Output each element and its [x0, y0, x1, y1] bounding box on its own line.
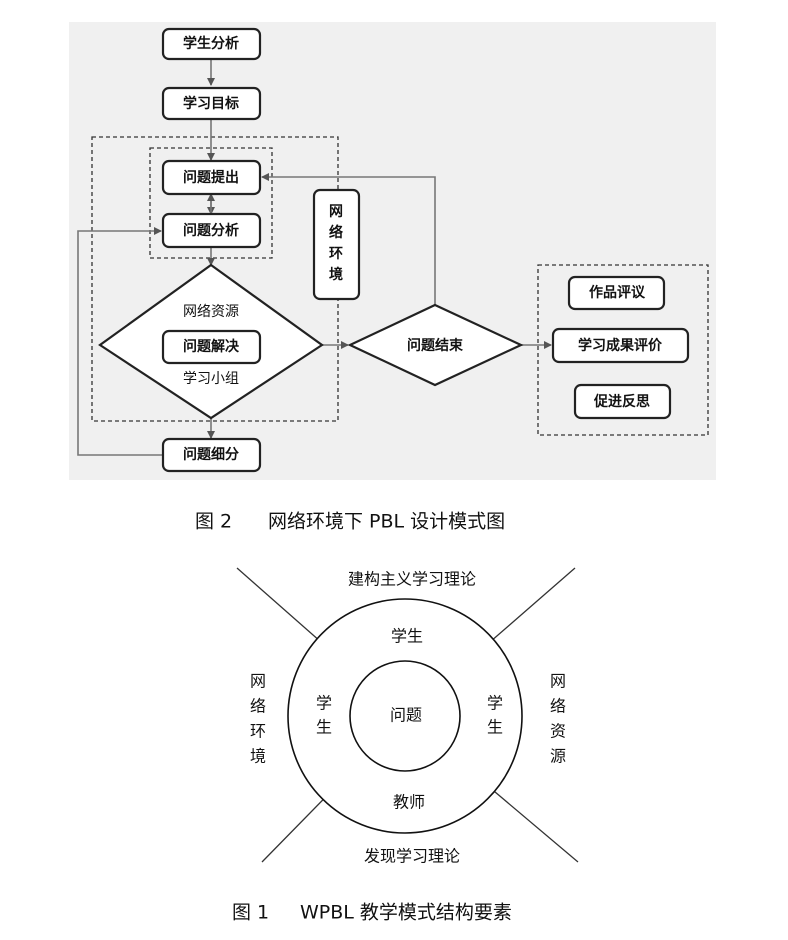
right-label-char-3: 资: [550, 722, 566, 741]
node-promote-reflection: [573, 383, 672, 420]
figure-2-caption-title: 网络环境下 PBL 设计模式图: [268, 511, 505, 533]
node-problem-end-label: 问题结束: [407, 337, 464, 354]
node-outcome-evaluation-label: 学习成果评价: [578, 337, 663, 354]
node-outcome-evaluation: [551, 327, 690, 364]
left-label-char-1: 网: [250, 672, 266, 691]
node-work-review: [567, 275, 666, 311]
node-promote-reflection-label: 促进反思: [593, 393, 650, 410]
network-env-char-3: 环: [329, 246, 343, 262]
node-problem-subdivide: [161, 437, 262, 473]
node-problem-analysis: [161, 212, 262, 249]
network-env-char-4: 境: [329, 266, 343, 283]
figure-2-caption-number: 图 2: [195, 511, 232, 533]
problem-stage-dashed-box: [149, 147, 273, 259]
ring-right-char-2: 生: [487, 718, 503, 737]
node-network-environment: [312, 188, 361, 301]
figure-1-caption-number: 图 1: [232, 902, 269, 924]
network-resources-label: 网络资源: [183, 304, 239, 320]
ring-top-label: 学生: [391, 627, 423, 646]
figure-2-flowchart: 学生分析 学习目标 问题提出 问题分析 网络资源 问题解决 学习小组 问题细分 …: [69, 22, 716, 533]
left-label-char-3: 环: [250, 722, 266, 741]
right-label-char-4: 源: [550, 747, 566, 766]
evaluation-dashed-box: [537, 264, 709, 436]
node-problem-raise: [161, 159, 262, 196]
top-theory-label: 建构主义学习理论: [348, 570, 476, 589]
node-problem-end-diamond: [347, 303, 524, 387]
node-student-analysis-label: 学生分析: [183, 35, 239, 52]
bottom-theory-label: 发现学习理论: [364, 847, 460, 866]
node-problem-analysis-label: 问题分析: [183, 222, 239, 239]
right-label-char-2: 络: [550, 697, 566, 716]
ring-left-char-1: 学: [316, 694, 332, 713]
arrow-end-back-to-raise: [261, 173, 436, 305]
inner-problem-label: 问题: [390, 706, 422, 725]
node-problem-solve-label: 问题解决: [183, 338, 240, 355]
ring-right-char-1: 学: [487, 694, 503, 713]
study-group-label: 学习小组: [183, 371, 239, 387]
node-work-review-label: 作品评议: [589, 284, 646, 301]
network-env-char-2: 络: [329, 224, 343, 241]
node-problem-subdivide-label: 问题细分: [183, 446, 239, 463]
inner-circle: [349, 660, 461, 772]
left-label-char-2: 络: [250, 697, 266, 716]
figure-1-structure-diagram: 建构主义学习理论 发现学习理论 网 络 环 境 网 络 资 源 问题 学生 学 …: [232, 567, 579, 924]
arrow-subdivide-loop-back: [77, 227, 163, 456]
node-learning-goals: [161, 86, 262, 121]
network-env-char-1: 网: [329, 204, 343, 220]
node-student-analysis: [161, 27, 262, 61]
ring-left-char-2: 生: [316, 718, 332, 737]
left-label-char-4: 境: [250, 747, 266, 766]
figure-1-caption-title: WPBL 教学模式结构要素: [300, 902, 512, 924]
right-label-char-1: 网: [550, 672, 566, 691]
node-learning-goals-label: 学习目标: [183, 95, 239, 112]
node-problem-raise-label: 问题提出: [183, 169, 239, 186]
node-problem-solve: [161, 329, 262, 365]
ring-bottom-label: 教师: [393, 793, 425, 812]
